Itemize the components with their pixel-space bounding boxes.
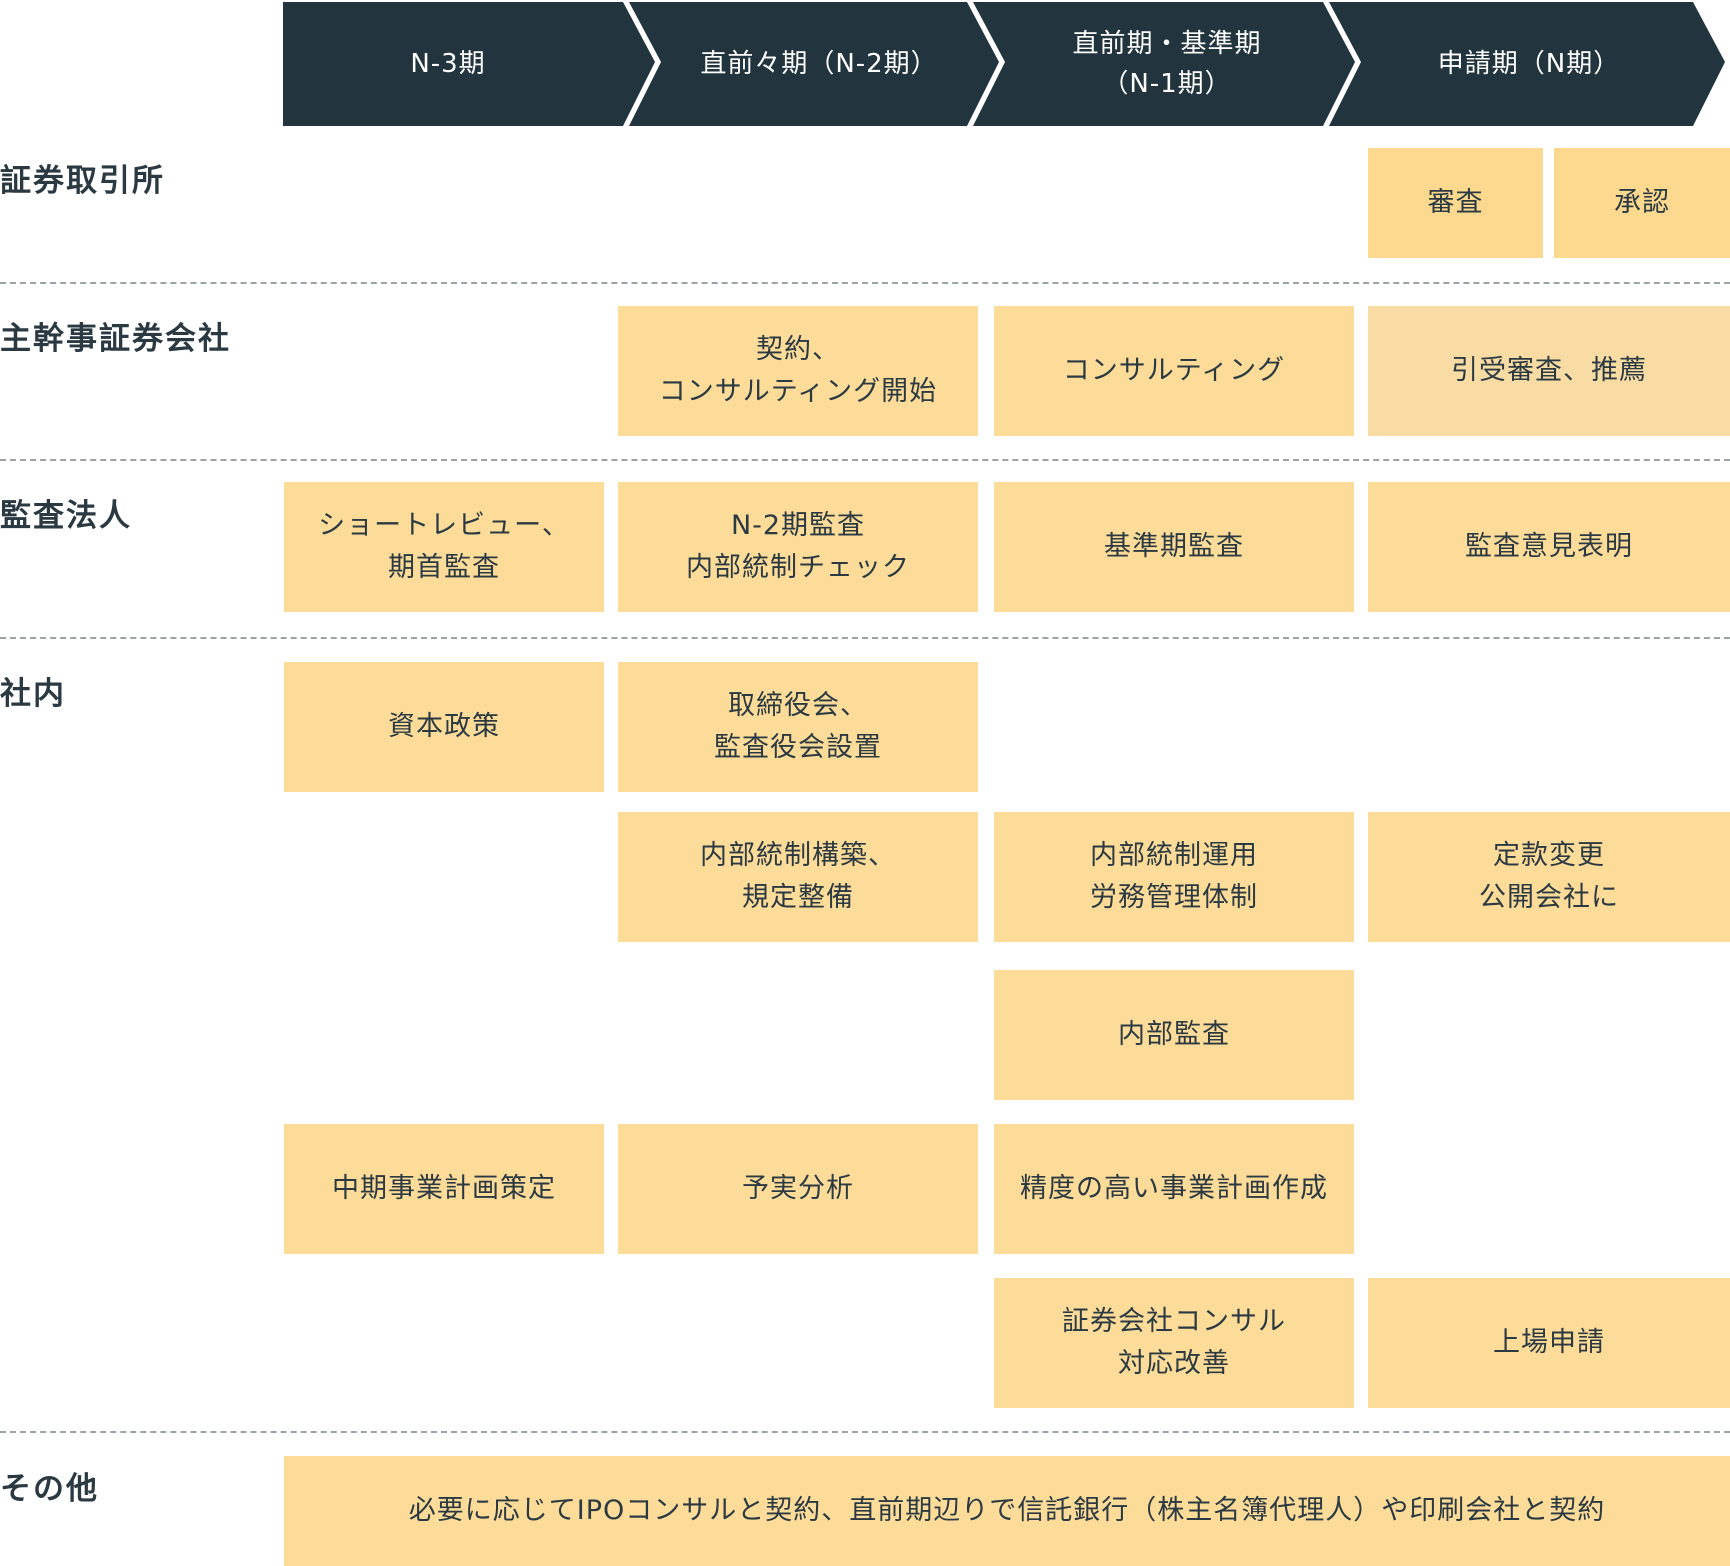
box-uw-contract: 契約、 コンサルティング開始 (618, 306, 978, 436)
row-label-exchange: 証券取引所 (0, 163, 165, 199)
phase-text: （N-1期） (1102, 69, 1232, 99)
phase-label-n1: 直前期・基準期 （N-1期） (1004, 2, 1330, 126)
box-other-note: 必要に応じてIPOコンサルと契約、直前期辺りで信託銀行（株主名簿代理人）や印刷会… (284, 1456, 1730, 1566)
box-int-internal-audit: 内部監査 (994, 970, 1354, 1100)
box-text: 監査意見表明 (1465, 531, 1633, 562)
phase-text: 申請期（N期） (1437, 49, 1621, 79)
box-text: 定款変更 (1493, 840, 1605, 871)
phase-chevron-n3 (283, 2, 655, 126)
box-exchange-review: 審査 (1368, 148, 1543, 258)
box-int-ic-operate: 内部統制運用 労務管理体制 (994, 812, 1354, 942)
box-text: 精度の高い事業計画作成 (1020, 1173, 1328, 1204)
box-text: 内部監査 (1118, 1019, 1230, 1050)
phase-label-n2: 直前々期（N-2期） (660, 2, 978, 126)
phase-timeline-header (283, 2, 1725, 126)
box-audit-n2: N-2期監査 内部統制チェック (618, 482, 978, 612)
box-text: N-2期監査 (730, 510, 866, 541)
box-text: 規定整備 (742, 882, 854, 913)
box-int-midterm-plan: 中期事業計画策定 (284, 1124, 604, 1254)
row-divider (0, 1431, 1730, 1433)
row-label-internal: 社内 (0, 676, 66, 712)
phase-chevron-n1 (973, 2, 1355, 126)
box-text: 証券会社コンサル (1062, 1306, 1286, 1337)
phase-text: 直前々期（N-2期） (700, 49, 938, 79)
box-audit-base: 基準期監査 (994, 482, 1354, 612)
phase-label-n3: N-3期 (283, 2, 613, 126)
box-audit-opinion: 監査意見表明 (1368, 482, 1730, 612)
row-label-underwriter: 主幹事証券会社 (0, 321, 231, 357)
box-text: 監査役会設置 (714, 732, 882, 763)
row-label-other: その他 (0, 1471, 99, 1507)
box-text: 内部統制構築、 (700, 840, 896, 871)
box-text: コンサルティング (1062, 355, 1286, 386)
box-text: 中期事業計画策定 (332, 1173, 556, 1204)
box-int-ic-build: 内部統制構築、 規定整備 (618, 812, 978, 942)
box-int-articles: 定款変更 公開会社に (1368, 812, 1730, 942)
box-text: 審査 (1427, 187, 1484, 218)
box-text: 引受審査、推薦 (1451, 355, 1647, 386)
box-text: 資本政策 (388, 711, 500, 742)
box-text: 公開会社に (1479, 882, 1619, 913)
box-int-accurate-plan: 精度の高い事業計画作成 (994, 1124, 1354, 1254)
box-int-budget-analysis: 予実分析 (618, 1124, 978, 1254)
phase-text: 直前期・基準期 (1072, 29, 1262, 59)
box-uw-underwriting: 引受審査、推薦 (1368, 306, 1730, 436)
row-divider (0, 459, 1730, 461)
phase-chevron-n (1329, 2, 1725, 126)
box-uw-consulting: コンサルティング (994, 306, 1354, 436)
box-text: 契約、 (756, 334, 840, 365)
row-divider (0, 282, 1730, 284)
box-text: 必要に応じてIPOコンサルと契約、直前期辺りで信託銀行（株主名簿代理人）や印刷会… (408, 1495, 1606, 1526)
box-audit-short-review: ショートレビュー、 期首監査 (284, 482, 604, 612)
box-text: 労務管理体制 (1090, 882, 1258, 913)
box-text: 上場申請 (1493, 1327, 1605, 1358)
phase-label-n: 申請期（N期） (1360, 2, 1698, 126)
box-int-listing: 上場申請 (1368, 1278, 1730, 1408)
box-text: 対応改善 (1118, 1348, 1230, 1379)
box-text: 取締役会、 (728, 690, 868, 721)
row-label-auditor: 監査法人 (0, 498, 132, 534)
box-text: ショートレビュー、 (318, 510, 570, 541)
box-int-sec-consult: 証券会社コンサル 対応改善 (994, 1278, 1354, 1408)
row-divider (0, 637, 1730, 639)
box-text: 基準期監査 (1104, 531, 1244, 562)
box-text: 内部統制運用 (1090, 840, 1258, 871)
phase-chevron-n2 (629, 2, 999, 126)
box-text: 承認 (1614, 187, 1670, 218)
box-text: コンサルティング開始 (658, 376, 938, 407)
box-int-capital: 資本政策 (284, 662, 604, 792)
box-text: 予実分析 (742, 1173, 854, 1204)
box-text: 期首監査 (388, 552, 500, 583)
box-exchange-approval: 承認 (1554, 148, 1730, 258)
phase-text: N-3期 (410, 49, 486, 79)
box-text: 内部統制チェック (686, 552, 910, 583)
box-int-board: 取締役会、 監査役会設置 (618, 662, 978, 792)
